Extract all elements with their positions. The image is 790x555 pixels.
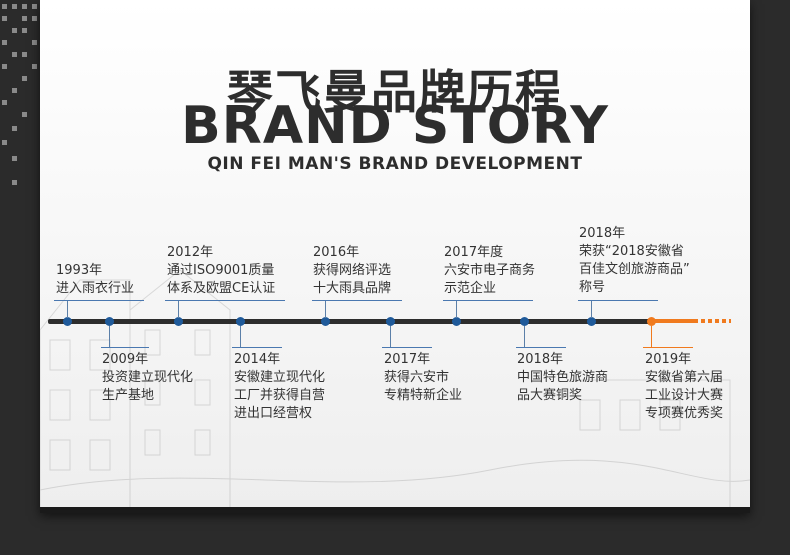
event-2012: 2012年 通过ISO9001质量 体系及欧盟CE认证: [167, 244, 275, 298]
event-text: 获得六安市: [384, 370, 450, 385]
timeline-node: [452, 317, 461, 326]
event-underline: [382, 347, 432, 348]
event-2014: 2014年 安徽建立现代化 工厂并获得自营 进出口经营权: [234, 351, 325, 423]
brand-title-english: BRAND STORY: [181, 96, 609, 156]
event-underline: [643, 347, 693, 348]
event-text: 中国特色旅游商: [517, 370, 609, 385]
event-year: 2014年: [234, 352, 281, 367]
panel-shadow: [40, 507, 750, 513]
event-text: 通过ISO9001质量: [167, 263, 275, 278]
timeline-node-current: [647, 317, 656, 326]
timeline-node: [105, 317, 114, 326]
timeline-future-dots: [701, 319, 731, 323]
stem: [178, 300, 179, 318]
event-text: 生产基地: [102, 388, 155, 403]
event-underline: [165, 300, 285, 301]
event-underline: [54, 300, 144, 301]
event-year: 2018年: [579, 226, 626, 241]
content-panel: [40, 0, 750, 512]
event-text: 专项赛优秀奖: [645, 406, 724, 421]
event-text: 获得网络评选: [313, 263, 392, 278]
timeline-axis: [48, 319, 650, 324]
brand-subtitle: QIN FEI MAN'S BRAND DEVELOPMENT: [207, 154, 583, 174]
timeline-node: [520, 317, 529, 326]
event-2019: 2019年 安徽省第六届 工业设计大赛 专项赛优秀奖: [645, 351, 723, 423]
stem: [390, 326, 391, 348]
event-text: 进出口经营权: [234, 406, 313, 421]
event-2018: 2018年 中国特色旅游商 品大赛铜奖: [517, 351, 608, 405]
timeline-node: [587, 317, 596, 326]
event-underline: [578, 300, 658, 301]
event-text: 十大雨具品牌: [313, 281, 392, 296]
event-year: 2009年: [102, 352, 149, 367]
timeline-node: [321, 317, 330, 326]
event-underline: [232, 347, 282, 348]
event-underline: [516, 347, 566, 348]
event-underline: [101, 347, 149, 348]
event-1993: 1993年 进入雨衣行业: [56, 262, 134, 298]
decorative-dots: [2, 4, 37, 185]
event-year: 2018年: [517, 352, 564, 367]
event-text: 六安市电子商务: [444, 263, 536, 278]
timeline-node: [63, 317, 72, 326]
event-year: 2019年: [645, 352, 692, 367]
brand-title-chinese: 琴飞曼品牌历程: [227, 65, 563, 119]
stem: [325, 300, 326, 318]
event-text: 安徽省第六届: [645, 370, 724, 385]
event-text: 进入雨衣行业: [56, 281, 135, 296]
timeline-future-segment: [650, 319, 698, 323]
event-text: 投资建立现代化: [102, 370, 194, 385]
event-text: 工业设计大赛: [645, 388, 724, 403]
event-year: 1993年: [56, 263, 103, 278]
event-underline: [443, 300, 533, 301]
event-underline: [312, 300, 402, 301]
event-year: 2017年: [384, 352, 431, 367]
stem: [456, 300, 457, 318]
event-text: 品大赛铜奖: [517, 388, 583, 403]
stem: [67, 300, 68, 318]
event-2017-annual: 2017年度 六安市电子商务 示范企业: [444, 244, 535, 298]
timeline-node: [174, 317, 183, 326]
event-year: 2017年度: [444, 245, 504, 260]
event-text: 工厂并获得自营: [234, 388, 326, 403]
event-2018-award: 2018年 荣获“2018安徽省 百佳文创旅游商品” 称号: [579, 225, 690, 297]
event-text: 示范企业: [444, 281, 497, 296]
stem: [651, 326, 652, 348]
event-text: 荣获“2018安徽省: [579, 244, 684, 259]
event-year: 2012年: [167, 245, 214, 260]
stem: [109, 326, 110, 348]
event-text: 称号: [579, 280, 606, 295]
event-text: 百佳文创旅游商品”: [579, 262, 690, 277]
stem: [524, 326, 525, 348]
event-2017: 2017年 获得六安市 专精特新企业: [384, 351, 462, 405]
event-text: 专精特新企业: [384, 388, 463, 403]
timeline-node: [386, 317, 395, 326]
stem: [240, 326, 241, 348]
event-year: 2016年: [313, 245, 360, 260]
event-2009: 2009年 投资建立现代化 生产基地: [102, 351, 193, 405]
event-2016: 2016年 获得网络评选 十大雨具品牌: [313, 244, 391, 298]
stem: [591, 300, 592, 318]
event-text: 安徽建立现代化: [234, 370, 326, 385]
timeline-node: [236, 317, 245, 326]
building-sketch-background: [40, 269, 750, 510]
event-text: 体系及欧盟CE认证: [167, 281, 276, 296]
